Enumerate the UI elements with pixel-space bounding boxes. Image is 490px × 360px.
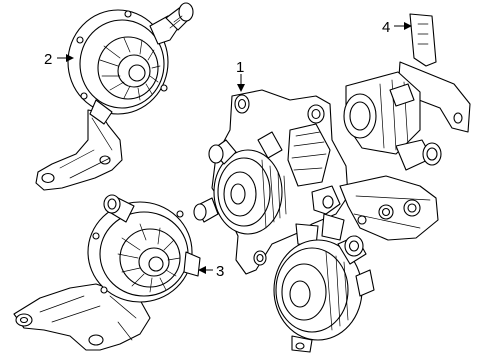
- callout-3-label: 3: [216, 263, 224, 280]
- part-1-pump-assembly: [193, 89, 349, 275]
- callout-1-label: 1: [236, 59, 244, 76]
- part-2-pump-assembly: [35, 2, 194, 191]
- callout-3-arrowhead: [198, 266, 206, 274]
- callout-4: [394, 22, 412, 30]
- part-4-pump-assembly: [343, 13, 471, 171]
- part-3-pump-assembly: [13, 194, 201, 351]
- callout-1-arrowhead: [237, 84, 245, 92]
- callout-2-label: 2: [44, 51, 52, 68]
- callout-1: [237, 74, 245, 92]
- callout-2: [57, 54, 74, 62]
- callout-4-arrowhead: [404, 22, 412, 30]
- callout-3: [198, 266, 213, 274]
- callout-4-label: 4: [382, 19, 390, 36]
- callout-2-arrowhead: [66, 54, 74, 62]
- part-1-lower-pump: [273, 235, 375, 353]
- part-1-right-bracket: [339, 175, 439, 241]
